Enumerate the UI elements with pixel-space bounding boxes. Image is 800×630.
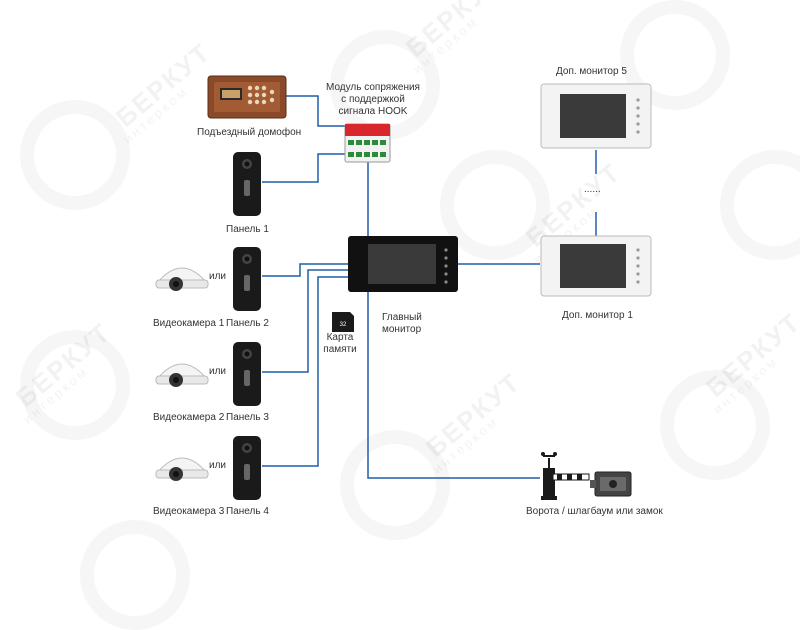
hook-module-line2: с поддержкой (341, 94, 405, 105)
wire-panel2 (262, 263, 348, 277)
camera1-label: Видеокамера 1 (153, 318, 225, 329)
wires (262, 95, 597, 479)
main-monitor-line1: Главный (382, 312, 422, 323)
or-label-2: или (209, 366, 227, 377)
panel2-icon (233, 247, 261, 311)
memory-card-icon: 32 (332, 312, 354, 332)
gate-lock-label: Ворота / шлагбаум или замок (526, 506, 663, 517)
hook-module-icon (344, 123, 391, 163)
or-label-3: или (209, 460, 227, 471)
lock-icon (590, 471, 632, 497)
wire-panel4 (262, 276, 348, 467)
memory-card-line2: памяти (323, 344, 357, 355)
ext-monitor1-icon (540, 235, 652, 297)
camera2-label: Видеокамера 2 (153, 412, 225, 423)
ext-monitor5-icon (540, 83, 652, 149)
panel3-icon (233, 342, 261, 406)
ext-monitor-dots: ...... (584, 184, 601, 195)
panel4-icon (233, 436, 261, 500)
panel4-label: Панель 4 (226, 506, 269, 517)
camera3-label: Видеокамера 3 (153, 506, 225, 517)
entrance-intercom-label: Подъездный домофон (197, 127, 302, 138)
panel3-label: Панель 3 (226, 412, 269, 423)
panel1-label: Панель 1 (226, 224, 269, 235)
hook-module-label: Модуль сопряжения с поддержкой сигнала H… (325, 82, 421, 118)
memory-card-line1: Карта (326, 332, 354, 343)
wire-panel1-module (262, 153, 345, 183)
camera1-icon (155, 267, 209, 291)
main-monitor-icon (348, 236, 458, 292)
entrance-intercom-icon (207, 75, 287, 119)
panel2-label: Панель 2 (226, 318, 269, 329)
memory-card-capacity: 32 (340, 322, 347, 328)
ext-monitor5-label: Доп. монитор 5 (556, 66, 627, 77)
wire-panel3 (262, 269, 348, 373)
hook-module-line1: Модуль сопряжения (326, 82, 420, 93)
main-monitor-line2: монитор (382, 324, 422, 335)
barrier-gate-icon (541, 452, 590, 500)
camera3-icon (155, 457, 209, 481)
main-monitor-label: Главный монитор (382, 312, 422, 336)
ext-monitor1-label: Доп. монитор 1 (562, 310, 633, 321)
wire-main-gate (367, 292, 540, 479)
hook-module-line3: сигнала HOOK (338, 106, 408, 117)
connection-diagram: 32 (155, 75, 652, 500)
camera2-icon (155, 363, 209, 387)
memory-card-label: Карта памяти (318, 332, 362, 356)
panel1-icon (233, 152, 261, 216)
wire-intercom-module (285, 95, 345, 127)
or-label-1: или (209, 271, 227, 282)
